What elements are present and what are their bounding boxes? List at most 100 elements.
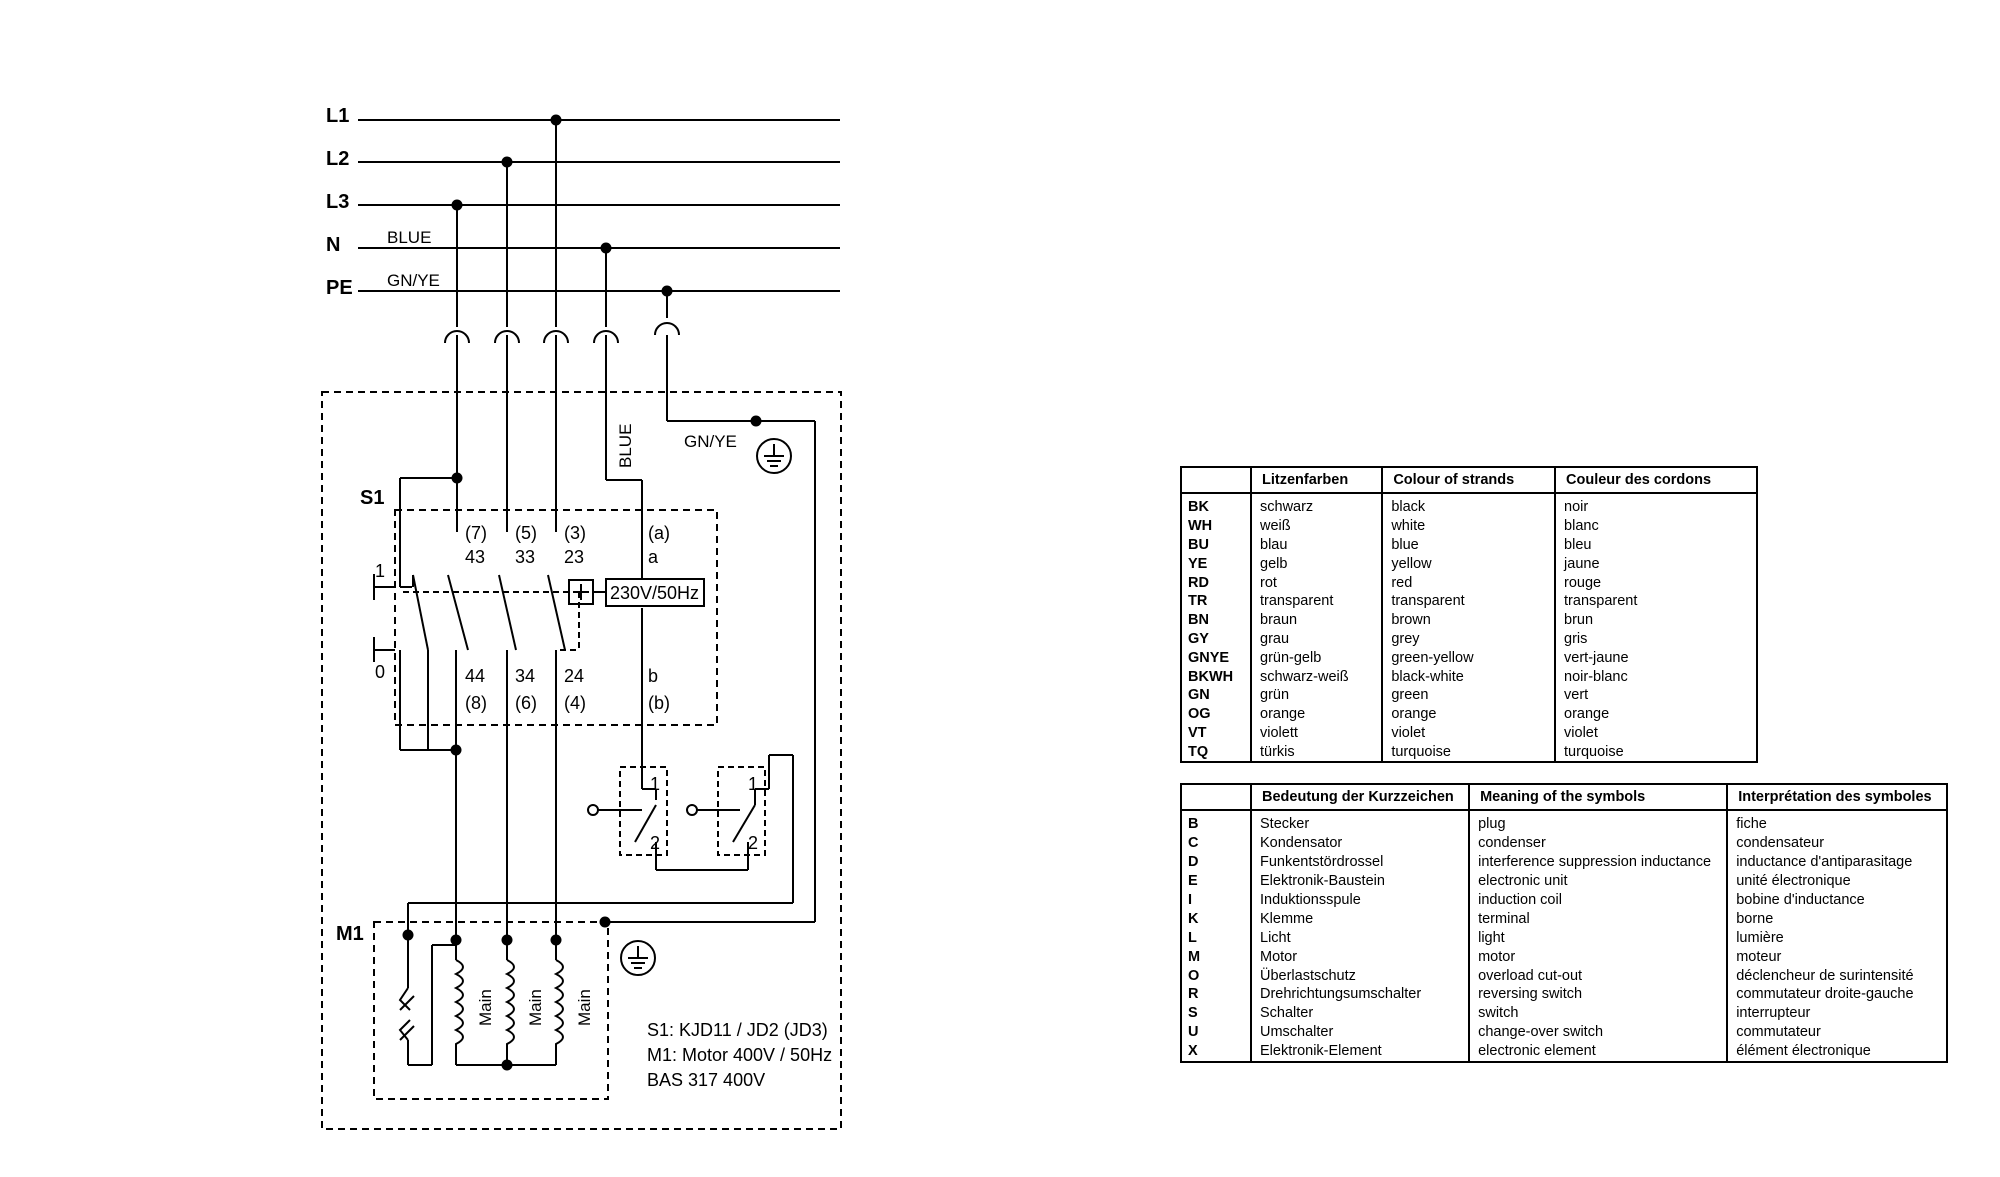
colour-table-cell-german: schwarz [1249,493,1384,517]
colour-table-cell-english: orange [1381,704,1557,724]
winding-1-label: Main [476,989,495,1026]
symbol-table-cell-french: bobine d'inductance [1726,890,1948,910]
symbol-table-cell-english: change-over switch [1468,1022,1729,1042]
terminal-bottom-num-1: 44 [465,666,485,686]
symbol-table-cell-french: moteur [1726,947,1948,967]
colour-table-cell-french: violet [1554,723,1758,743]
plug-contact-l1 [543,330,569,344]
colour-table-cell-german: transparent [1249,591,1384,611]
symbol-table-cell-code: K [1180,909,1252,929]
plug-contact-n [593,330,619,344]
symbol-table-cell-german: Motor [1249,947,1471,967]
colour-table-cell-french: jaune [1554,554,1758,574]
colour-table-cell-german: grün [1249,685,1384,705]
colour-header-code [1180,466,1252,494]
coil-voltage-label: 230V/50Hz [610,583,699,603]
symbol-table-cell-english: interference suppression inductance [1468,852,1729,872]
symbol-table-cell-english: overload cut-out [1468,966,1729,986]
terminal-top-paren-1: (7) [465,523,487,543]
colour-table-cell-english: violet [1381,723,1557,743]
colour-legend-table: Litzenfarben Colour of strands Couleur d… [1180,466,1758,764]
symbol-table-cell-german: Induktionsspule [1249,890,1471,910]
symbol-table-cell-german: Elektronik-Baustein [1249,871,1471,891]
symbol-table-cell-english: plug [1468,810,1729,834]
colour-table-cell-french: bleu [1554,535,1758,555]
symbol-table-cell-code: S [1180,1003,1252,1023]
symbol-table-cell-english: electronic unit [1468,871,1729,891]
colour-table-cell-code: GN [1180,685,1252,705]
colour-table-cell-english: blue [1381,535,1557,555]
label-gnye-inner: GN/YE [684,432,737,451]
colour-table-cell-english: yellow [1381,554,1557,574]
label-n-color: BLUE [387,228,431,247]
label-n: N [326,234,340,256]
colour-table-cell-code: TR [1180,591,1252,611]
colour-table-cell-english: green-yellow [1381,648,1557,668]
symbol-table-cell-code: O [1180,966,1252,986]
symbol-legend-table: Bedeutung der Kurzzeichen Meaning of the… [1180,783,1948,1063]
terminal-bottom-paren-4: (b) [648,693,670,713]
plug-contact-l2 [494,330,520,344]
junction-dots [402,114,762,1071]
symbol-table-cell-french: borne [1726,909,1948,929]
winding-2 [504,959,515,1065]
colour-table-cell-french: turquoise [1554,742,1758,764]
symbol-table-cell-code: U [1180,1022,1252,1042]
aux-b-top-label: 1 [748,774,758,794]
label-pe: PE [326,277,353,299]
symbol-table-cell-english: switch [1468,1003,1729,1023]
colour-table-cell-german: grün-gelb [1249,648,1384,668]
symbol-table-cell-french: interrupteur [1726,1003,1948,1023]
aux-a-bottom-label: 2 [650,833,660,853]
winding-2-label: Main [526,989,545,1026]
symbol-table-cell-german: Klemme [1249,909,1471,929]
symbol-table-cell-code: R [1180,985,1252,1004]
thermal-cutout [398,987,415,1041]
symbol-table-cell-english: induction coil [1468,890,1729,910]
symbol-table-cell-german: Umschalter [1249,1022,1471,1042]
symbol-header-german: Bedeutung der Kurzzeichen [1249,783,1471,811]
symbol-table-cell-code: C [1180,833,1252,853]
colour-table-cell-french: noir-blanc [1554,667,1758,686]
symbol-table-cell-french: condensateur [1726,833,1948,853]
colour-table-cell-german: blau [1249,535,1384,555]
note-product-model: BAS 317 400V [647,1070,765,1090]
symbol-table-cell-german: Drehrichtungsumschalter [1249,985,1471,1004]
symbol-table-cell-french: fiche [1726,810,1948,834]
symbol-table-cell-french: commutateur droite-gauche [1726,985,1948,1004]
colour-header-german: Litzenfarben [1249,466,1384,494]
symbol-table-cell-code: M [1180,947,1252,967]
symbol-table-cell-french: commutateur [1726,1022,1948,1042]
terminal-bottom-num-4: b [648,666,658,686]
colour-table-cell-french: gris [1554,629,1758,649]
label-l1: L1 [326,105,349,127]
symbol-table-cell-code: B [1180,810,1252,834]
symbol-table-cell-english: electronic element [1468,1041,1729,1063]
colour-table-cell-german: türkis [1249,742,1384,764]
symbol-table-cell-code: D [1180,852,1252,872]
terminal-bottom-num-2: 34 [515,666,535,686]
colour-table-cell-english: black-white [1381,667,1557,686]
colour-table-cell-german: braun [1249,610,1384,630]
aux-a-top-label: 1 [650,774,660,794]
symbol-table-cell-english: condenser [1468,833,1729,853]
symbol-table-cell-german: Elektronik-Element [1249,1041,1471,1063]
colour-table-cell-german: grau [1249,629,1384,649]
